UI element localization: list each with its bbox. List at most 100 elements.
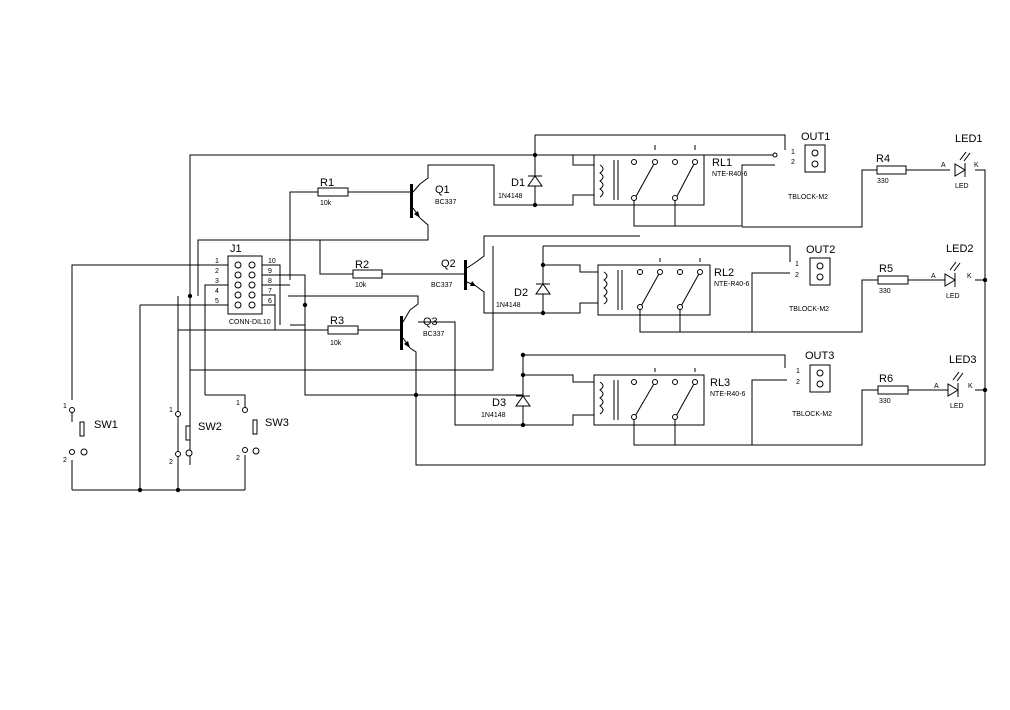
q1-ref: Q1 <box>435 184 450 196</box>
sw2-pin-2: 2 <box>169 459 173 466</box>
resistor-r1: R1 10k <box>317 177 349 207</box>
out1-pin-2: 2 <box>791 159 795 166</box>
d2-ref: D2 <box>514 287 528 299</box>
r1-value: 10k <box>320 200 332 207</box>
sw2-pin-1: 1 <box>169 407 173 414</box>
r6-value: 330 <box>879 398 891 405</box>
j1-pin-1: 1 <box>215 258 219 265</box>
j1-pin-10: 10 <box>268 258 276 265</box>
j1-ref: J1 <box>230 243 242 255</box>
out2-ref: OUT2 <box>806 244 835 256</box>
j1-pin-2: 2 <box>215 268 219 275</box>
sw1-pin-1: 1 <box>63 403 67 410</box>
out2-pin-2: 2 <box>795 272 799 279</box>
d1-value: 1N4148 <box>498 193 523 200</box>
out1-value: TBLOCK-M2 <box>788 194 828 201</box>
q3-value: BC337 <box>423 331 445 338</box>
r2-value: 10k <box>355 282 367 289</box>
terminal-out2: OUT2 1 2 TBLOCK-M2 <box>789 244 835 313</box>
r5-ref: R5 <box>879 263 893 275</box>
diode-d3: D3 1N4148 <box>481 395 531 419</box>
out2-value: TBLOCK-M2 <box>789 306 829 313</box>
led2-anode: A <box>931 273 936 280</box>
sw3-pin-1: 1 <box>236 400 240 407</box>
q2-ref: Q2 <box>441 258 456 270</box>
connector-j1: J1 CONN-DIL10 1 2 3 4 5 10 9 8 7 6 <box>215 243 276 326</box>
sw3-pin-2: 2 <box>236 455 240 462</box>
rl2-value: NTE-R40-6 <box>714 281 750 288</box>
out3-pin-1: 1 <box>796 368 800 375</box>
switch-sw2: SW2 1 2 <box>169 407 222 466</box>
rl3-value: NTE-R40-6 <box>710 391 746 398</box>
r4-value: 330 <box>877 178 889 185</box>
led3-anode: A <box>934 383 939 390</box>
rl1-ref: RL1 <box>712 157 732 169</box>
j1-pin-6: 6 <box>268 298 272 305</box>
j1-value: CONN-DIL10 <box>229 319 271 326</box>
led-1: LED1 A K LED <box>941 133 983 190</box>
r6-ref: R6 <box>879 373 893 385</box>
q2-value: BC337 <box>431 282 453 289</box>
switch-sw3: SW3 1 2 <box>236 400 289 462</box>
out1-ref: OUT1 <box>801 131 830 143</box>
r3-value: 10k <box>330 340 342 347</box>
d1-ref: D1 <box>511 177 525 189</box>
relay-rl3: RL3 NTE-R40-6 <box>593 374 746 426</box>
r4-ref: R4 <box>876 153 890 165</box>
q3-ref: Q3 <box>423 316 438 328</box>
sw3-ref: SW3 <box>265 417 289 429</box>
j1-pin-5: 5 <box>215 298 219 305</box>
rl2-ref: RL2 <box>714 267 734 279</box>
d3-ref: D3 <box>492 397 506 409</box>
out2-pin-1: 1 <box>795 261 799 268</box>
rl3-ref: RL3 <box>710 377 730 389</box>
j1-pin-3: 3 <box>215 278 219 285</box>
j1-pin-4: 4 <box>215 288 219 295</box>
resistor-r5: R5 330 <box>877 263 909 295</box>
junctions <box>137 152 988 493</box>
j1-pin-9: 9 <box>268 268 272 275</box>
led1-anode: A <box>941 162 946 169</box>
relay-rl1: RL1 NTE-R40-6 <box>593 154 748 206</box>
d2-value: 1N4148 <box>496 302 521 309</box>
resistor-r3: R3 10k <box>327 315 359 347</box>
out3-pin-2: 2 <box>796 379 800 386</box>
led3-ref: LED3 <box>949 354 977 366</box>
j1-pin-8: 8 <box>268 278 272 285</box>
transistor-q1: Q1 BC337 <box>405 183 457 219</box>
q1-value: BC337 <box>435 199 457 206</box>
led1-cathode: K <box>974 162 979 169</box>
switch-sw1: SW1 1 2 <box>63 403 118 464</box>
resistor-r6: R6 330 <box>877 373 909 405</box>
led3-value: LED <box>950 403 964 410</box>
diode-d1: D1 1N4148 <box>498 175 543 200</box>
led2-value: LED <box>946 293 960 300</box>
j1-pin-7: 7 <box>268 288 272 295</box>
relay-rl2: RL2 NTE-R40-6 <box>597 264 750 316</box>
transistor-q2: Q2 BC337 <box>431 258 477 290</box>
led2-ref: LED2 <box>946 243 974 255</box>
out3-value: TBLOCK-M2 <box>792 411 832 418</box>
d3-value: 1N4148 <box>481 412 506 419</box>
out3-ref: OUT3 <box>805 350 834 362</box>
sw1-ref: SW1 <box>94 419 118 431</box>
r5-value: 330 <box>879 288 891 295</box>
led-2: LED2 A K LED <box>931 243 974 300</box>
r2-ref: R2 <box>355 259 369 271</box>
transistor-q3: Q3 BC337 <box>397 309 445 350</box>
wires <box>71 134 986 491</box>
led1-ref: LED1 <box>955 133 983 145</box>
diode-d2: D2 1N4148 <box>496 283 551 309</box>
led1-value: LED <box>955 183 969 190</box>
r1-ref: R1 <box>320 177 334 189</box>
resistor-r2: R2 10k <box>352 259 383 289</box>
terminal-out3: OUT3 1 2 TBLOCK-M2 <box>792 350 834 418</box>
rl1-value: NTE-R40-6 <box>712 171 748 178</box>
led-3: LED3 A K LED <box>934 354 977 410</box>
terminal-out1: OUT1 1 2 TBLOCK-M2 <box>772 131 830 201</box>
led2-cathode: K <box>967 273 972 280</box>
led3-cathode: K <box>968 383 973 390</box>
r3-ref: R3 <box>330 315 344 327</box>
out1-pin-1: 1 <box>791 149 795 156</box>
